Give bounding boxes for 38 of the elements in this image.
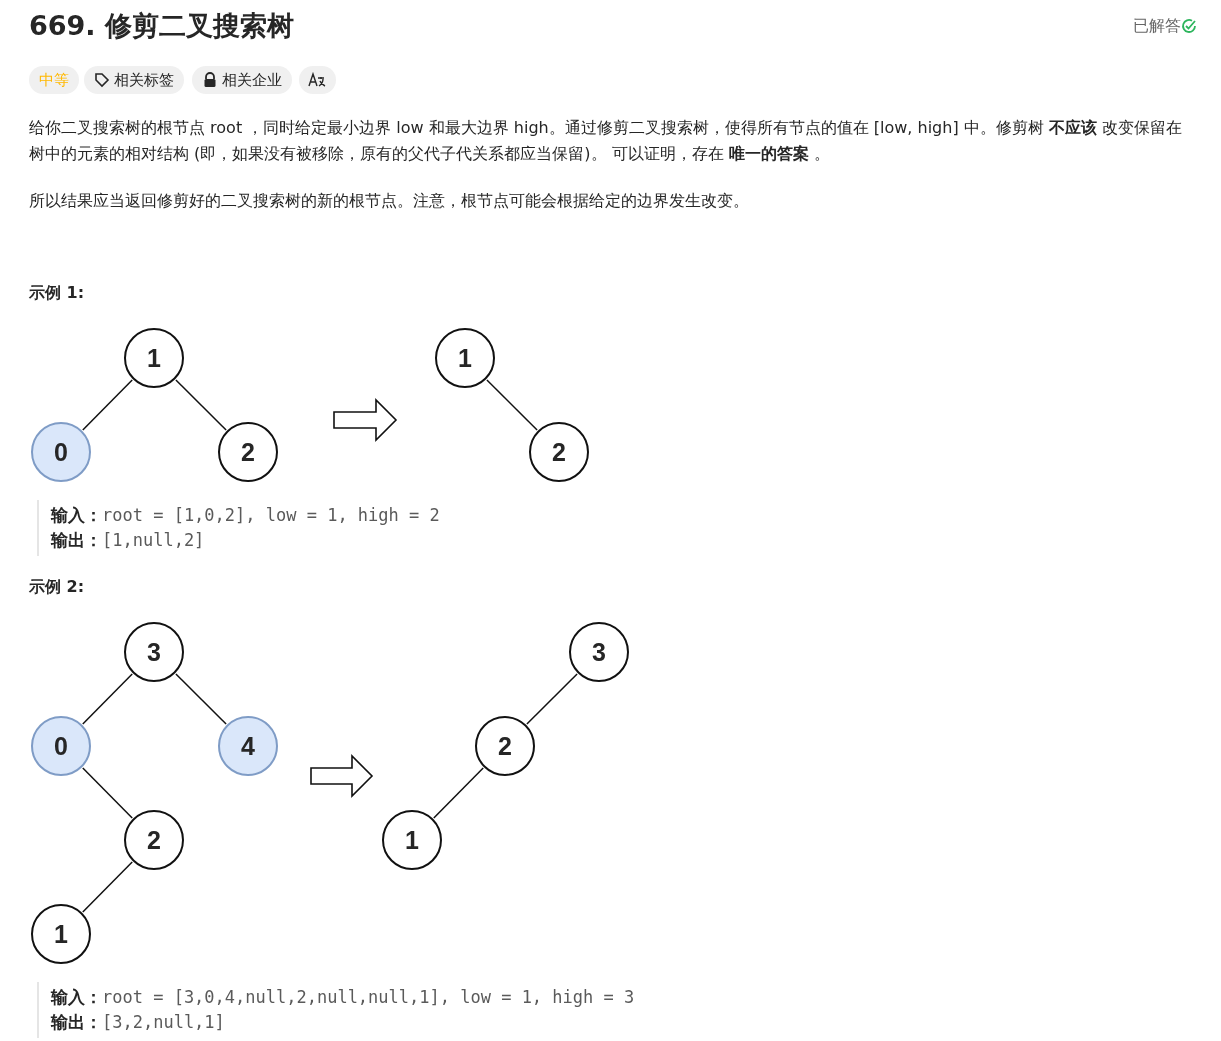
tree-node-circle: 2: [124, 810, 184, 870]
tree-node-circle: 1: [31, 904, 91, 964]
tree-node-circle: 0: [31, 716, 91, 776]
input-line: 输入：root = [3,0,4,null,2,null,null,1], low = 1, high = 3: [51, 986, 635, 1009]
page-title: 669. 修剪二叉搜索树: [29, 9, 295, 43]
block-arrow: [333, 398, 398, 442]
tree-node-circle: 1: [382, 810, 442, 870]
tree-edge: [82, 673, 133, 725]
tree-node-circle: 2: [218, 422, 278, 482]
description-paragraph: 所以结果应当返回修剪好的二叉搜索树的新的根节点。注意，根节点可能会根据给定的边界发生改变。: [29, 190, 750, 212]
output-line: 输出：[1,null,2]: [51, 529, 205, 552]
tree-edge: [175, 673, 227, 725]
tree-node-circle: 0: [31, 422, 91, 482]
example-heading: 示例 2:: [29, 577, 85, 598]
tree-edge: [486, 379, 538, 431]
tree-edge: [526, 673, 578, 725]
status-text: 已解答: [1133, 16, 1181, 37]
tree-edge: [433, 767, 484, 819]
tag-chip: 相关企业: [192, 66, 292, 94]
tree-edge: [82, 767, 133, 819]
example-heading: 示例 1:: [29, 283, 85, 304]
description-paragraph: 给你二叉搜索树的根节点 root ，同时给定最小边界 low 和最大边界 high。通过修剪二叉搜索树，使得所有节点的值在 [low, high] 中。修剪树 不应该 改变保留在树中的元素的相对结构 (即，如果没有被移除，原有的父代子代关系都应当保留)。 可以证明，存在 唯一的答案 。: [29, 117, 1183, 165]
tree-edge: [82, 379, 133, 431]
tag-chip: 相关标签: [84, 66, 184, 94]
block-arrow: [310, 754, 374, 798]
difficulty-tag: 中等: [29, 66, 79, 94]
tree-node-circle: 2: [529, 422, 589, 482]
output-line: 输出：[3,2,null,1]: [51, 1011, 225, 1034]
tree-edge: [82, 861, 133, 913]
tree-node-circle: 1: [124, 328, 184, 388]
tree-node-circle: 4: [218, 716, 278, 776]
tree-edge: [175, 379, 227, 431]
tree-node-circle: 1: [435, 328, 495, 388]
tree-node-circle: 3: [124, 622, 184, 682]
tree-node-circle: 3: [569, 622, 629, 682]
tree-node-circle: 2: [475, 716, 535, 776]
input-line: 输入：root = [1,0,2], low = 1, high = 2: [51, 504, 440, 527]
tree-drawing: [380, 620, 631, 872]
